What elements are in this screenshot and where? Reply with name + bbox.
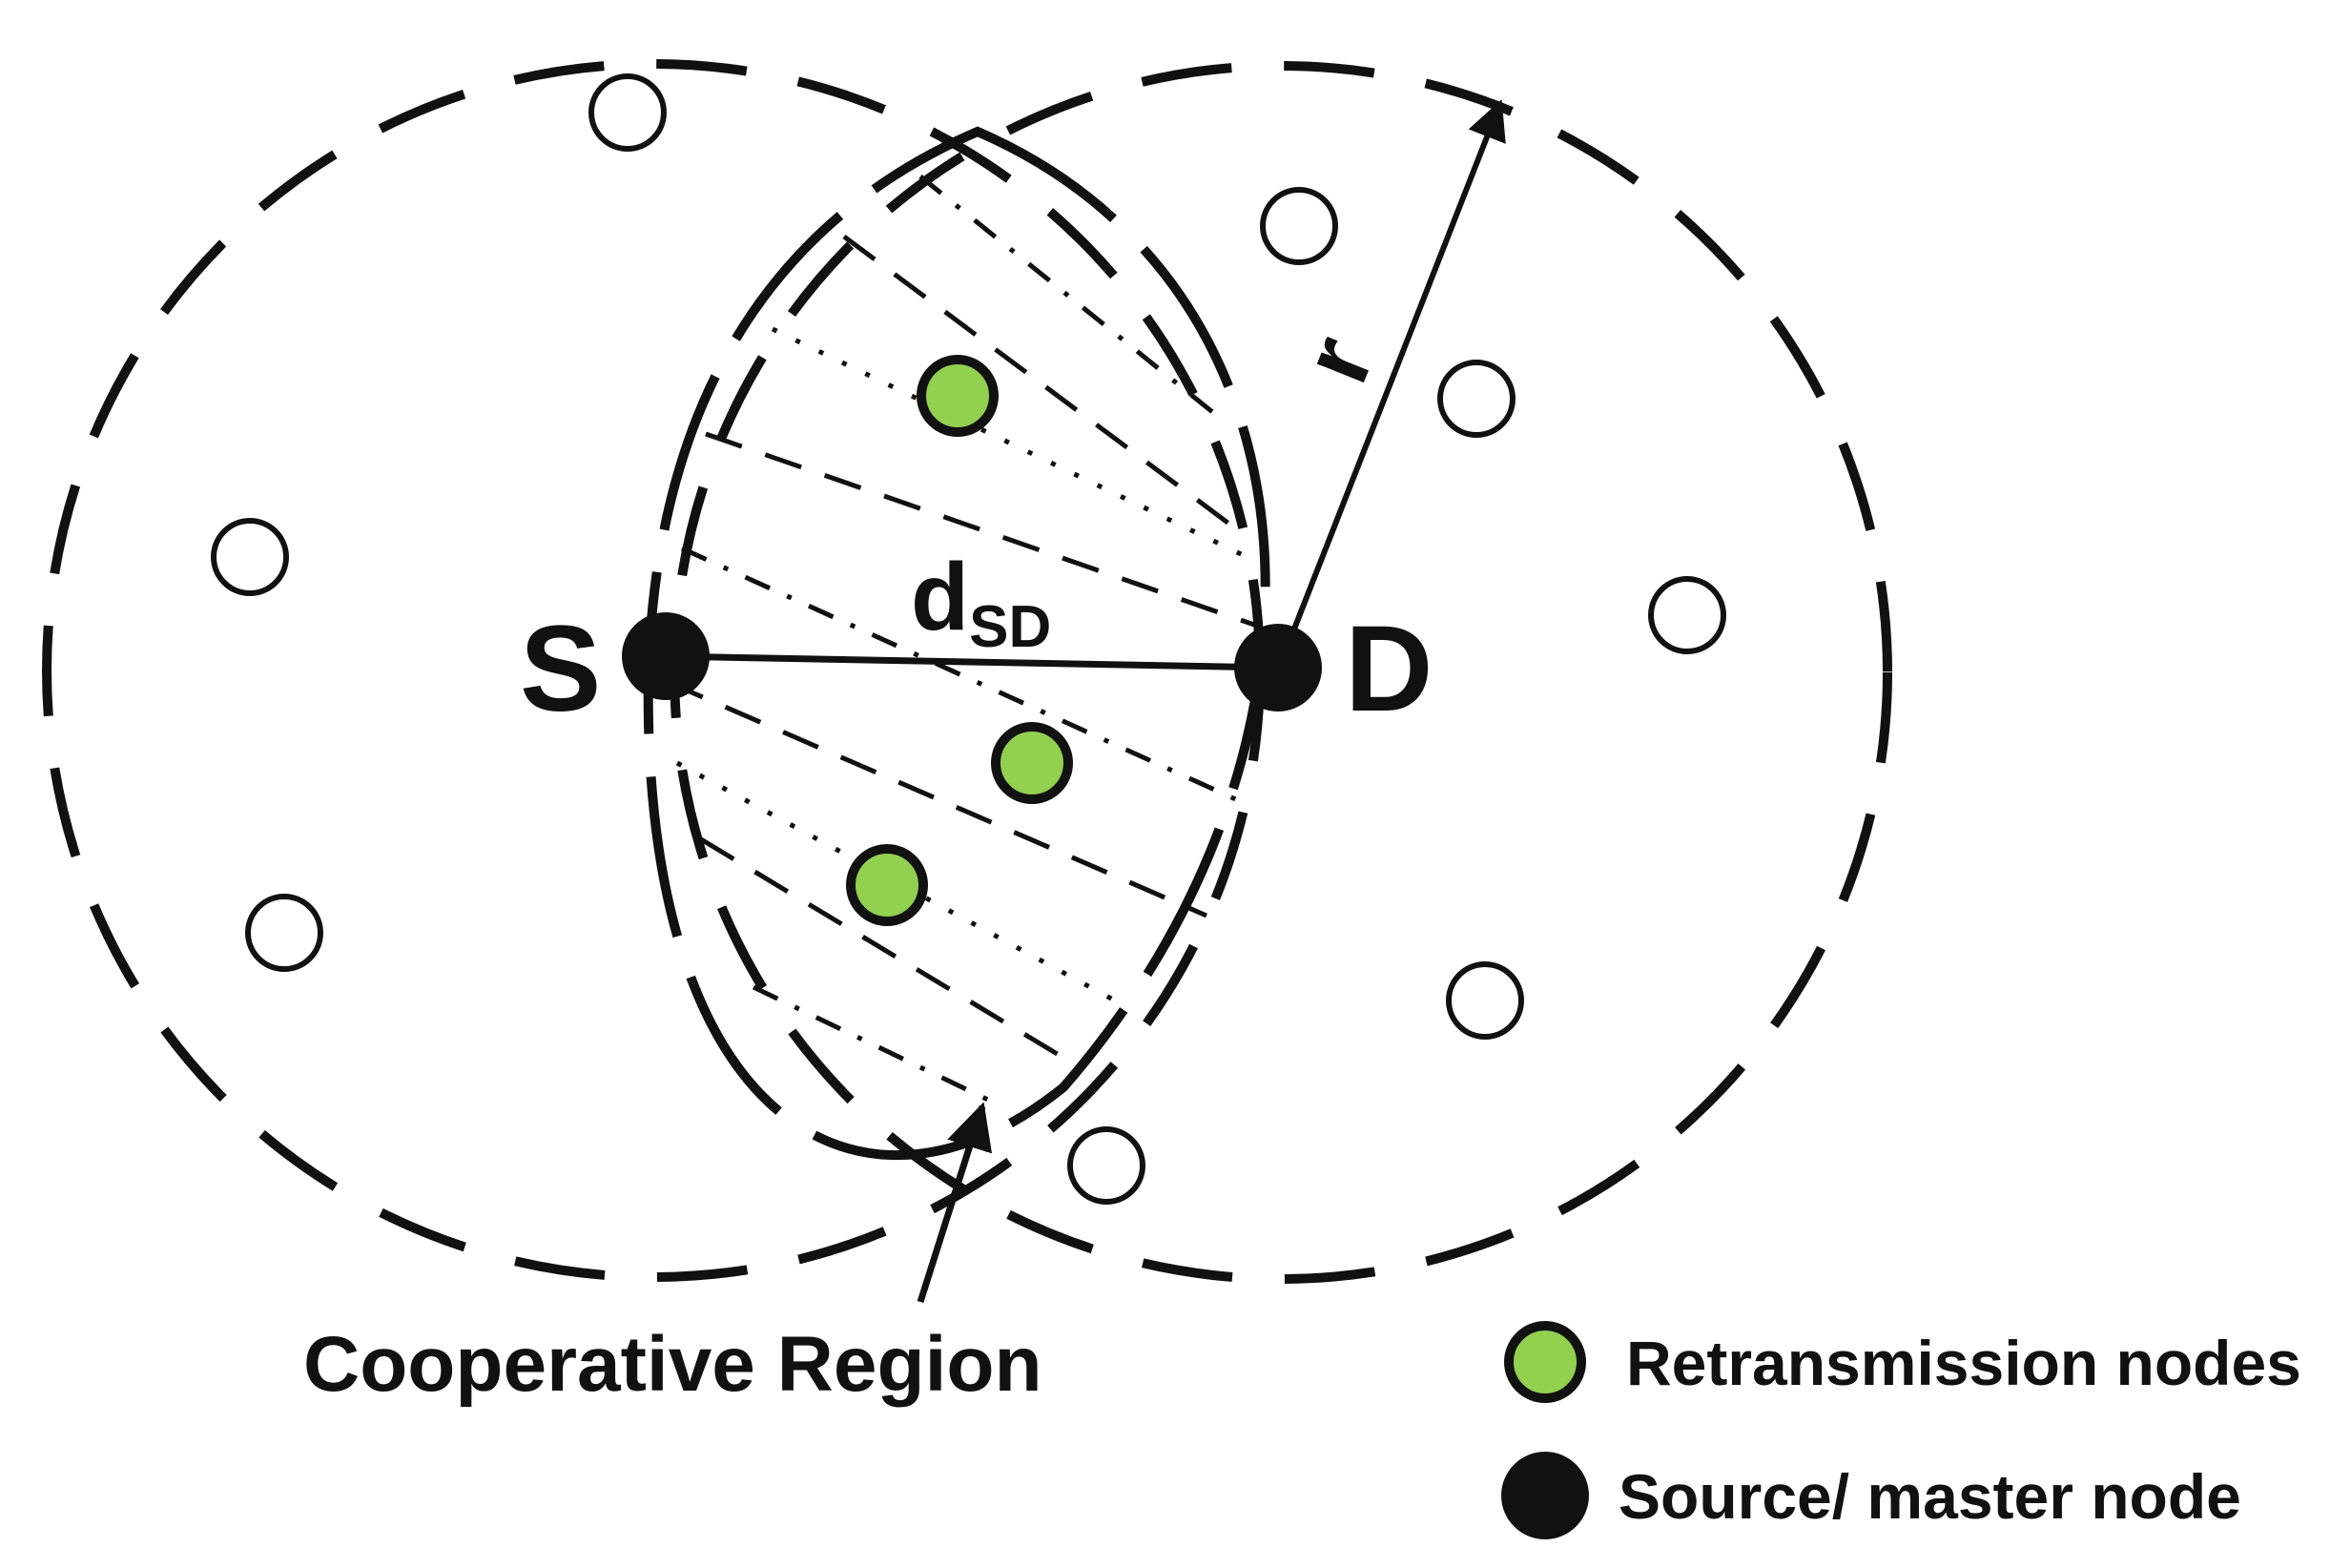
node [1648,576,1726,654]
retransmission-node [846,844,928,926]
distance-label-subscript: SD [969,594,1051,660]
node [1437,360,1516,438]
radius-arrow [1280,99,1506,660]
destination-node [1234,624,1322,712]
ordinary-nodes [211,73,1726,1205]
cooperative-region-boundary [643,126,1270,1161]
node [588,73,667,152]
radius-label: r [1282,322,1394,397]
source-node [622,612,710,700]
legend-retransmission-label: Retransmission nodes [1626,1328,2301,1398]
legend-retransmission-swatch [1504,1321,1586,1403]
retransmission-node [917,355,999,437]
region-pointer-arrow [917,1102,993,1304]
legend-source-swatch [1501,1452,1589,1539]
node [245,894,323,972]
distance-label-main: d [911,544,969,650]
source-label: S [520,601,601,737]
distance-label: dSD [911,544,1051,660]
source-destination-link [665,652,1279,671]
legend-source-label: Source/ master node [1619,1461,2241,1532]
node [211,518,289,596]
node [1260,187,1338,265]
node [1446,961,1524,1040]
legend: Retransmission nodes Source/ master node [1501,1321,2301,1539]
cooperative-region-label: Cooperative Region [303,1321,1042,1408]
node [1067,1126,1145,1205]
retransmission-node [991,722,1073,804]
region-hatching [667,175,1261,1104]
retransmission-nodes [846,355,1073,926]
destination-label: D [1345,601,1433,737]
